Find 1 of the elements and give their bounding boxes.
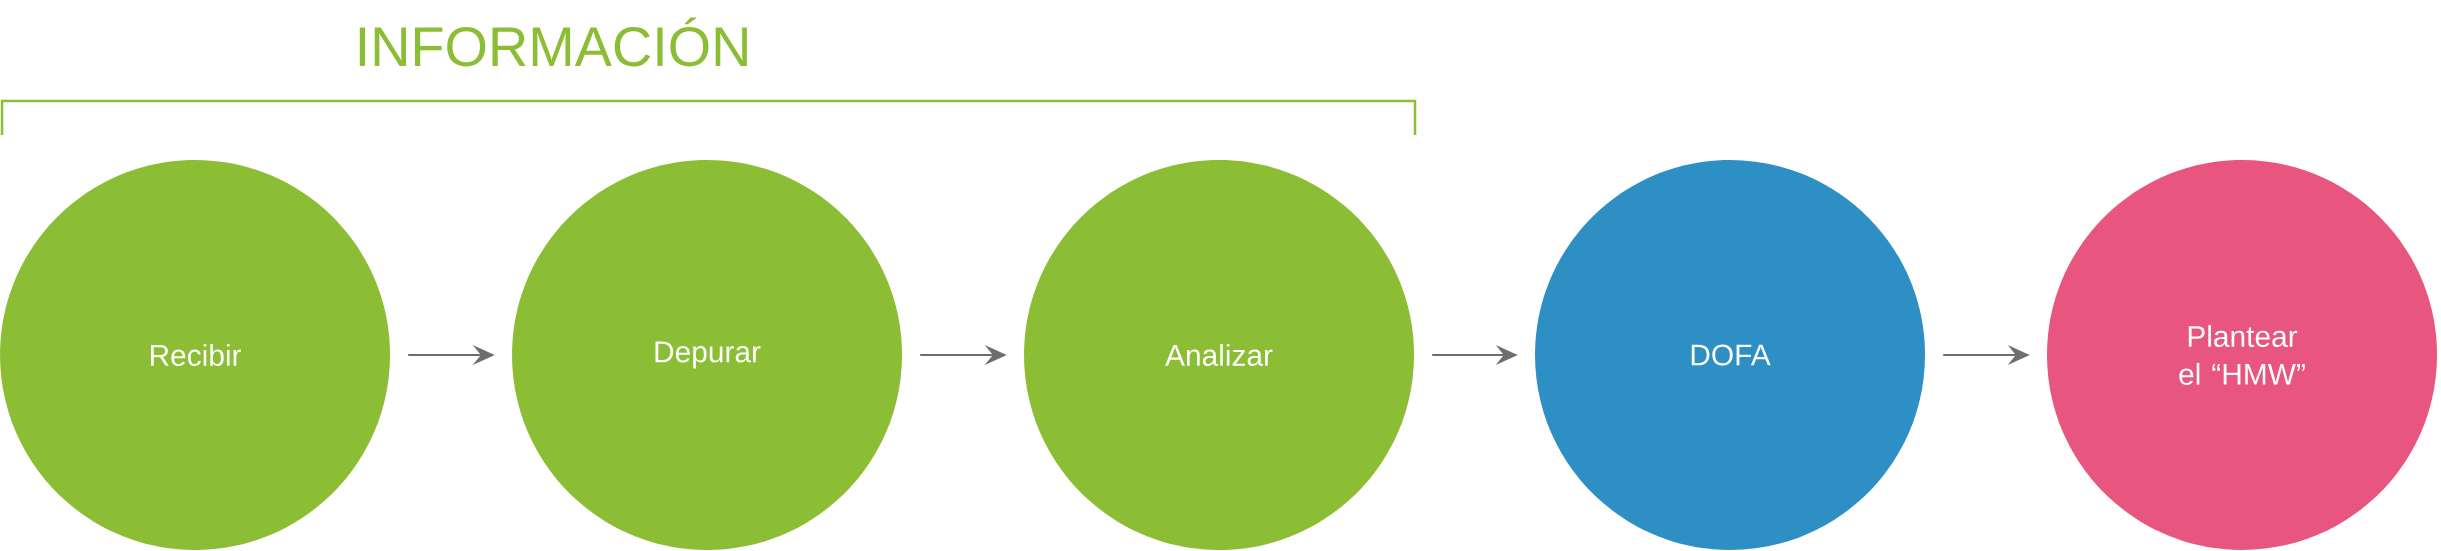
title: INFORMACIÓN <box>359 17 747 67</box>
